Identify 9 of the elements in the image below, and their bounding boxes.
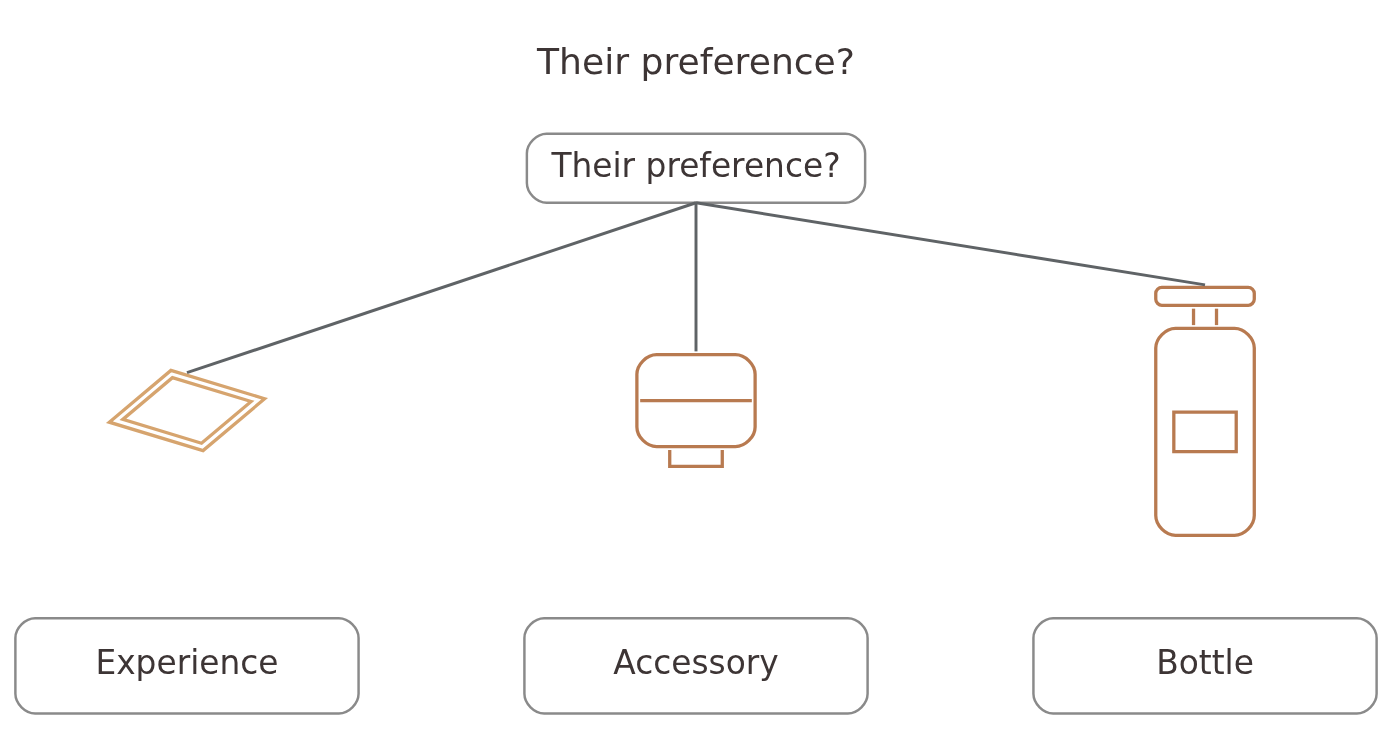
connector — [695, 201, 1206, 287]
node-box: Their preference? — [525, 132, 867, 204]
connector — [186, 201, 697, 375]
connector — [694, 202, 698, 352]
node-box: Bottle — [1032, 616, 1378, 715]
node-picture — [105, 368, 269, 453]
node-box: Accessory — [523, 616, 869, 715]
node-box: Experience — [14, 616, 360, 715]
diagram-title: Their preference? — [536, 40, 856, 84]
